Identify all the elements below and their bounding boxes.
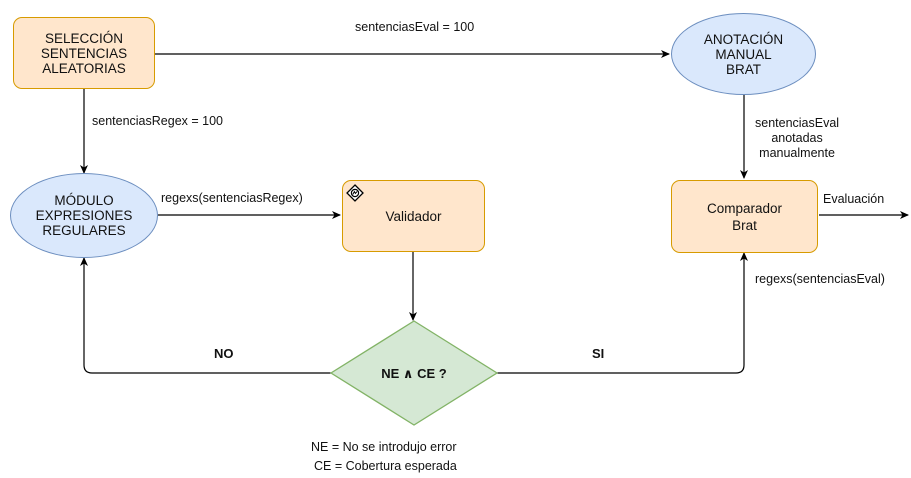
anotadas-line-1: sentenciasEval: [755, 116, 840, 130]
modulo-line-2: EXPRESIONES: [35, 208, 133, 223]
node-anotacion-manual: ANOTACIÓN MANUAL BRAT: [671, 13, 816, 95]
node-comparador-brat: Comparador Brat: [671, 180, 818, 253]
legend-ne: NE = No se introdujo error: [311, 440, 457, 454]
anotadas-line-2: anotadas: [771, 131, 823, 145]
anotadas-line-3: manualmente: [759, 146, 835, 160]
modulo-line-1: MÓDULO: [54, 193, 114, 208]
node-seleccion-sentencias: SELECCIÓN SENTENCIAS ALEATORIAS: [13, 17, 155, 89]
decision-diamond: [329, 320, 499, 426]
label-no: NO: [214, 346, 234, 361]
node-validador: Validador: [342, 180, 485, 252]
seleccion-line-3: ALEATORIAS: [42, 60, 126, 76]
seleccion-line-1: SELECCIÓN: [44, 30, 124, 46]
node-modulo-expresiones: MÓDULO EXPRESIONES REGULARES: [10, 173, 158, 258]
label-regexs-sentencias-regex: regexs(sentenciasRegex): [161, 191, 303, 205]
modulo-line-3: REGULARES: [42, 223, 126, 238]
decision-label: NE ∧ CE ?: [381, 365, 447, 381]
anotacion-line-2: MANUAL: [715, 46, 772, 62]
label-sentencias-eval: sentenciasEval = 100: [355, 20, 475, 34]
comparador-line-2: Brat: [732, 217, 757, 233]
anotacion-line-1: ANOTACIÓN: [703, 31, 784, 47]
label-evaluacion: Evaluación: [823, 192, 885, 206]
validator-workflow-icon: [346, 184, 364, 202]
label-si: SI: [592, 346, 605, 361]
edge-decision-to-comparador-si: [497, 252, 748, 374]
edge-decision-to-modulo-no: [80, 257, 331, 374]
seleccion-line-2: SENTENCIAS: [40, 45, 128, 61]
legend-ce: CE = Cobertura esperada: [314, 459, 457, 473]
label-sentencias-eval-anotadas: sentenciasEval anotadas manualmente: [755, 116, 839, 161]
anotacion-line-3: BRAT: [725, 61, 761, 77]
label-sentencias-regex: sentenciasRegex = 100: [92, 114, 223, 128]
validador-label: Validador: [385, 208, 442, 224]
comparador-line-1: Comparador: [706, 200, 783, 216]
label-regexs-sentencias-eval: regexs(sentenciasEval): [755, 272, 885, 286]
